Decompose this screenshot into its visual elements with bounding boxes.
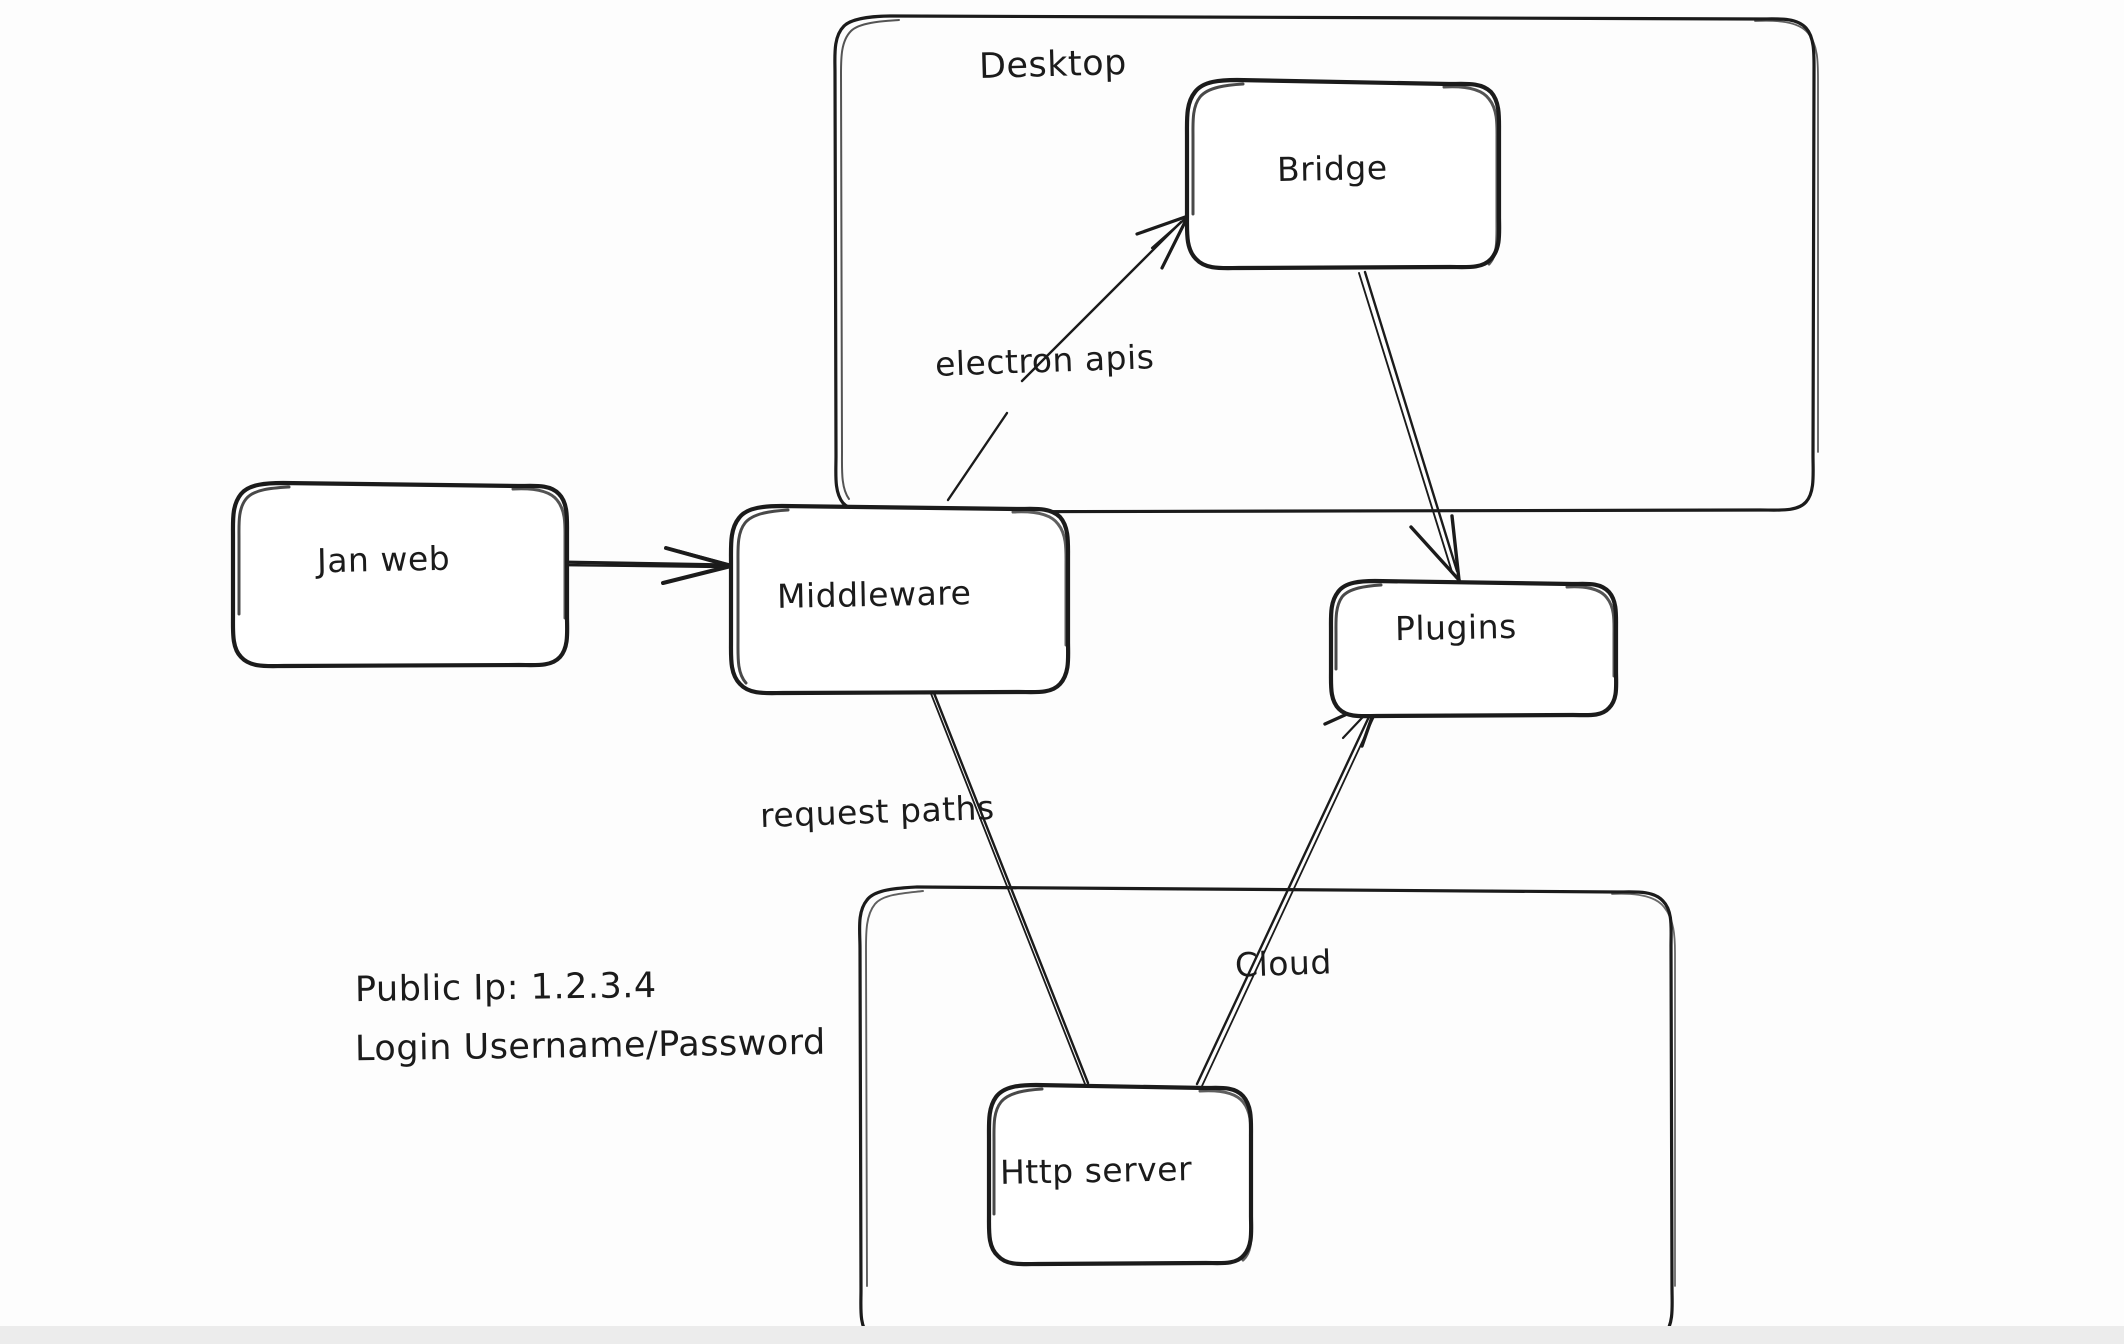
note-public-ip: Public Ip: 1.2.3.4 bbox=[354, 965, 657, 1011]
edge-jan-web-to-middleware bbox=[555, 546, 733, 585]
node-label-middleware: Middleware bbox=[776, 573, 972, 616]
note-login-credentials: Login Username/Password bbox=[354, 1022, 827, 1070]
edge-http-server-to-plugins bbox=[1195, 698, 1380, 1087]
node-label-bridge: Bridge bbox=[1276, 147, 1388, 190]
group-desktop-outline bbox=[833, 14, 1819, 514]
edge-label-request-paths: request paths bbox=[759, 787, 996, 836]
node-plugins-outline[interactable] bbox=[1328, 578, 1619, 719]
edge-http-server-to-middleware bbox=[927, 685, 1090, 1085]
node-middleware-outline[interactable] bbox=[728, 503, 1071, 696]
node-label-http-server: Http server bbox=[999, 1149, 1193, 1192]
group-label-desktop: Desktop bbox=[978, 42, 1128, 88]
bottom-edge-strip bbox=[0, 1326, 2124, 1344]
edge-middleware-to-bridge bbox=[946, 214, 1190, 502]
node-label-jan-web: Jan web bbox=[316, 538, 451, 581]
node-label-plugins: Plugins bbox=[1394, 606, 1518, 649]
node-http-server-outline[interactable] bbox=[986, 1082, 1254, 1267]
node-bridge-outline[interactable] bbox=[1184, 77, 1502, 271]
edge-bridge-to-plugins bbox=[1358, 270, 1461, 582]
edge-label-cloud: Cloud bbox=[1234, 942, 1333, 985]
edge-label-electron-apis: electron apis bbox=[934, 337, 1155, 384]
node-jan-web-outline[interactable] bbox=[230, 480, 570, 669]
